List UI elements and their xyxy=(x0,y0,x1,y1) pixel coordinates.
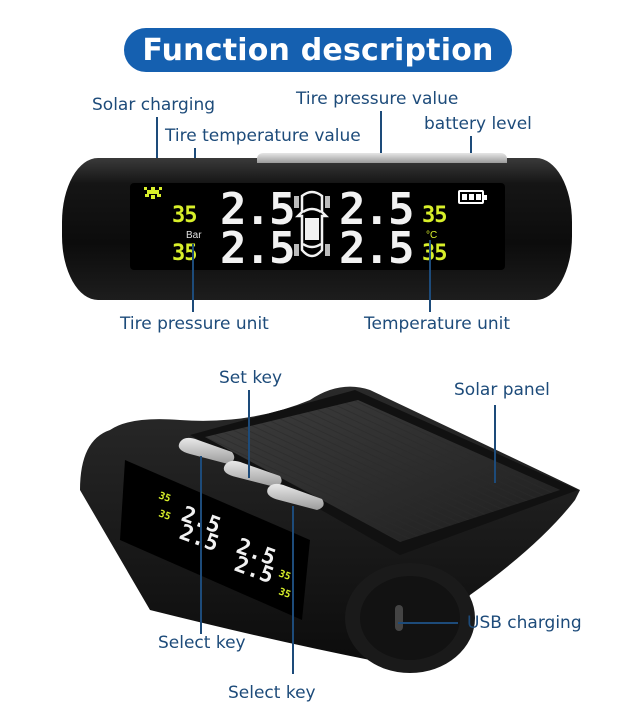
leader-usb-charging xyxy=(398,622,458,624)
tpms-monitor-angled-view: 35 35 35 35 2.5 2.5 2.5 2.5 xyxy=(80,386,580,673)
temp-front-left: 35 xyxy=(172,203,197,228)
label-select-key-right: Select key xyxy=(228,683,316,703)
pressure-rear-left: 2.5 xyxy=(220,223,295,274)
leader-select-key-right xyxy=(292,506,294,674)
set-key-button xyxy=(223,460,282,487)
temp-rear-right: 35 xyxy=(422,241,447,266)
label-solar-panel: Solar panel xyxy=(454,380,550,400)
pressure-rear-right: 2.5 xyxy=(339,223,414,274)
leader-select-key-left xyxy=(200,456,202,634)
svg-text:35: 35 xyxy=(277,568,292,582)
leader-set-key xyxy=(248,390,250,478)
title-banner: Function description xyxy=(124,28,512,72)
svg-text:35: 35 xyxy=(157,508,172,522)
leader-solar-charging xyxy=(156,117,158,187)
solar-sun-icon xyxy=(144,187,162,199)
temp-rear-left: 35 xyxy=(172,241,197,266)
label-usb-charging: USB charging xyxy=(467,613,582,633)
temperature-unit: °C xyxy=(426,230,438,241)
pressure-front-right: 2.5 xyxy=(339,184,414,235)
pressure-front-left: 2.5 xyxy=(220,184,295,235)
label-tire-temperature-value: Tire temperature value xyxy=(165,126,361,146)
label-select-key-left: Select key xyxy=(158,633,246,653)
label-temperature-unit: Temperature unit xyxy=(364,314,511,334)
car-top-view-icon xyxy=(294,190,330,258)
select-key-left-button xyxy=(178,437,235,464)
pressure-unit: Bar xyxy=(186,230,202,241)
leader-temperature-unit xyxy=(429,240,431,312)
label-battery-level: battery level xyxy=(424,114,532,134)
leader-pressure-unit xyxy=(192,244,194,312)
usb-port xyxy=(395,605,403,631)
label-set-key: Set key xyxy=(219,368,283,388)
label-tire-pressure-unit: Tire pressure unit xyxy=(120,314,269,334)
svg-text:35: 35 xyxy=(157,490,172,504)
label-tire-pressure-value: Tire pressure value xyxy=(296,89,459,109)
battery-icon xyxy=(458,190,487,204)
select-key-right-button xyxy=(267,483,324,510)
svg-text:35: 35 xyxy=(277,586,292,600)
leader-solar-panel xyxy=(494,405,496,483)
temp-front-right: 35 xyxy=(422,203,447,228)
device-top-lip xyxy=(257,153,507,163)
page-title: Function description xyxy=(142,32,494,68)
label-solar-charging: Solar charging xyxy=(92,95,216,115)
